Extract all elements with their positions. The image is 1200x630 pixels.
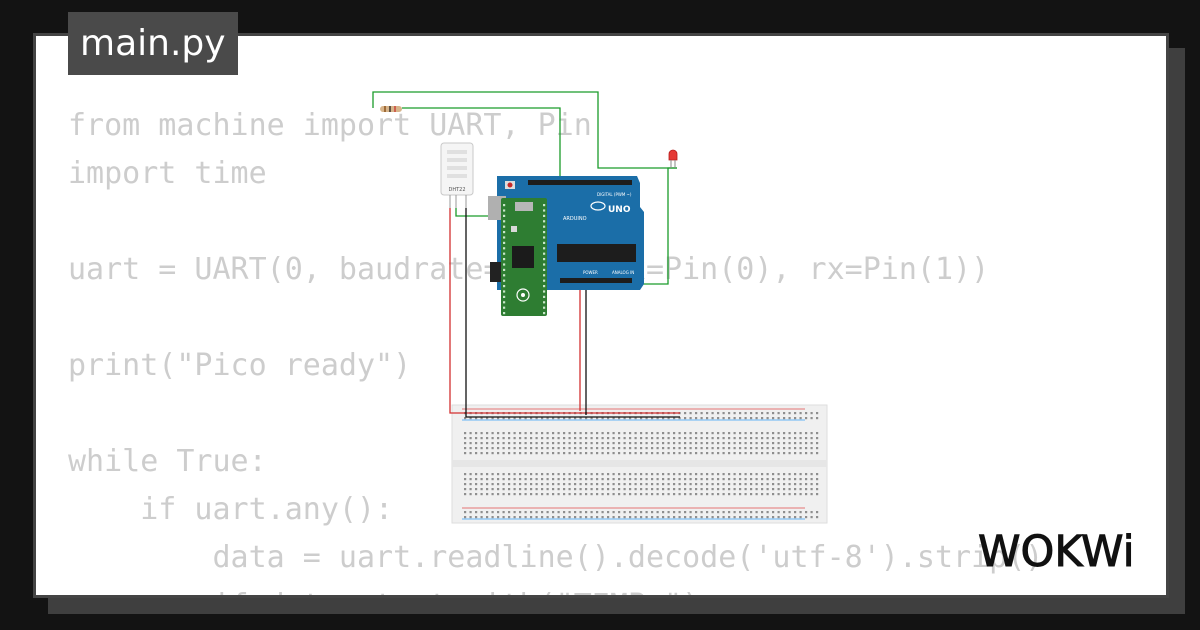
code-line: from machine import UART, Pin [68,108,592,143]
resistor [380,106,402,112]
arduino-label: ARDUINO [563,216,587,222]
wire-green-resistor [372,91,677,169]
wire-black-gnd [465,208,680,418]
code-line: if uart.any(): [68,492,394,527]
dht22-sensor: DHT22 [440,142,474,208]
dht22-label: DHT22 [448,187,465,193]
wire-green-dht [402,107,561,182]
wire-red-vcc [449,208,680,414]
raspberry-icon [516,288,530,302]
code-line: data = uart.readline().decode('utf-8').s… [68,540,1044,575]
power-label: POWER [583,270,598,275]
wire-green-led [643,167,677,285]
digital-label: DIGITAL (PWM ~) [597,192,632,197]
code-line: import time [68,156,267,191]
raspberry-pi-pico [501,198,547,316]
breadboard [451,404,828,524]
analog-label: ANALOG IN [612,270,634,275]
led-red [668,149,678,168]
uno-label: UNO [608,205,631,215]
wokwi-logo: WOKWi [978,527,1136,577]
code-line: print("Pico ready") [68,348,412,383]
wires [372,91,680,418]
file-tab[interactable]: main.py [68,12,238,75]
code-line: if data.startswith("TEMP:"): [68,582,1043,595]
brand-name: WOKWi [978,527,1135,576]
code-line: while True: [68,444,267,479]
